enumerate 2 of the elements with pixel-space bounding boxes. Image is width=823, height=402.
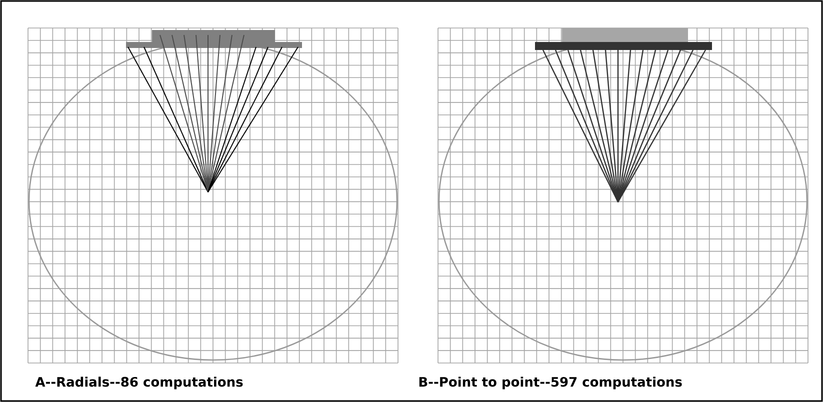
caption: B--Point to point--597 computations: [419, 376, 682, 390]
caption: A--Radials--86 computations: [35, 376, 243, 390]
